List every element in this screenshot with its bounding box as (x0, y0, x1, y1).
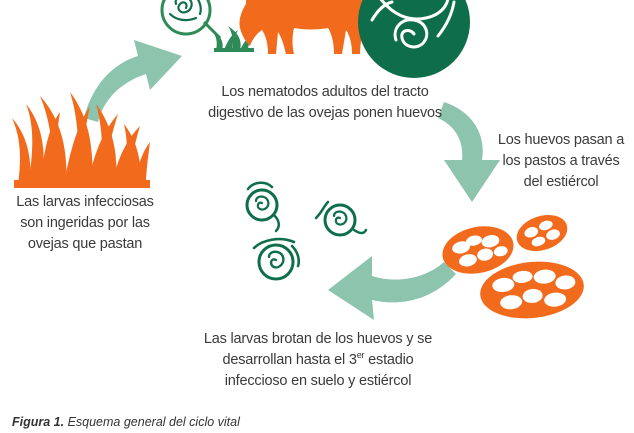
label-adult-nematodes: Los nematodos adultos del tracto digesti… (160, 82, 490, 124)
label-larvae-hatch-line1: Las larvas brotan de los huevos y se (203, 331, 433, 347)
label-eggs-to-pasture: Los huevos pasan a los pastos a través d… (488, 130, 634, 193)
label-larvae-hatch-superscript: er (356, 350, 365, 360)
figure-caption-label: Figura 1. (12, 415, 65, 429)
arrow-adults-to-eggs (438, 102, 500, 202)
figure-caption-text: Esquema general del ciclo vital (64, 415, 240, 429)
label-larvae-ingested-line2: son ingeridas por las (20, 215, 150, 231)
label-larvae-hatch-line2-post: estadio (364, 352, 414, 368)
larva-icon (245, 181, 368, 281)
label-larvae-ingested-line3: ovejas que pastan (27, 236, 143, 252)
label-larvae-ingested: Las larvas infecciosas son ingeridas por… (0, 192, 170, 255)
label-eggs-to-pasture-line2: los pastos a través (502, 153, 620, 169)
label-larvae-hatch-line2-pre: desarrollan hasta el 3 (222, 352, 357, 368)
grass-icon (12, 92, 150, 188)
label-adult-nematodes-line2: digestivo de las ovejas ponen huevos (208, 105, 442, 121)
label-adult-nematodes-line1: Los nematodos adultos del tracto (221, 84, 429, 100)
nematode-small-icon (160, 0, 222, 40)
label-larvae-hatch-line2: desarrollan hasta el 3er estadio (168, 350, 468, 371)
arrow-eggs-to-larvae (328, 256, 456, 320)
figure-caption: Figura 1. Esquema general del ciclo vita… (12, 415, 240, 429)
egg-cluster-icon (442, 214, 584, 319)
label-eggs-to-pasture-line1: Los huevos pasan a (497, 132, 625, 148)
label-larvae-hatch-line3: infeccioso en suelo y estiércol (224, 373, 412, 389)
cycle-arrow-icon (84, 40, 500, 320)
arrow-grass-to-sheep (84, 40, 182, 122)
label-larvae-hatch: Las larvas brotan de los huevos y se des… (168, 329, 468, 392)
label-eggs-to-pasture-line3: del estiércol (523, 174, 599, 190)
label-larvae-ingested-line1: Las larvas infecciosas (16, 194, 154, 210)
sheep-icon (239, 0, 377, 54)
nematode-icon (358, 0, 470, 78)
